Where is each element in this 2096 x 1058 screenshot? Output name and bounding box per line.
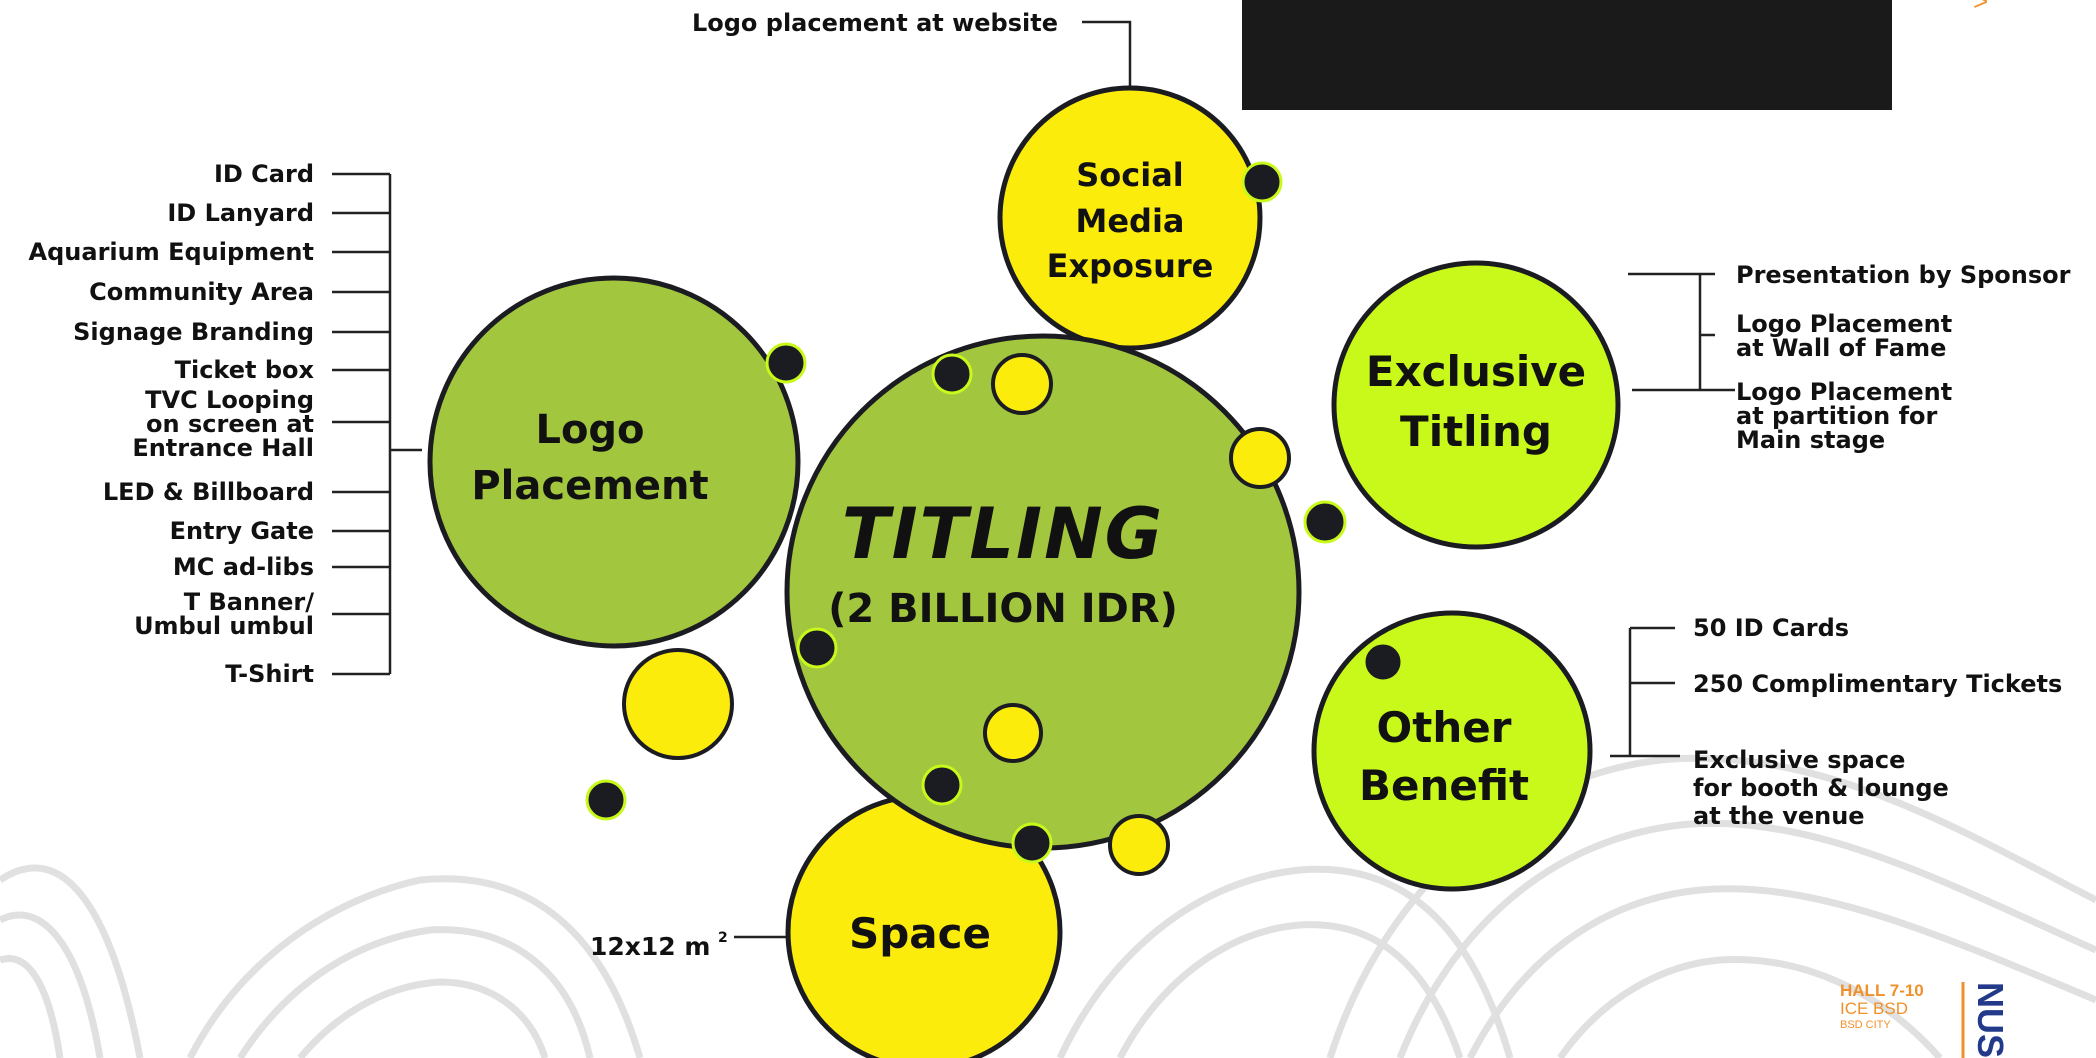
yellow-dot	[991, 353, 1053, 415]
dark-dot	[931, 353, 973, 395]
event-logo: HALL 7-10 ICE BSD BSD CITY NUS	[1840, 981, 2011, 1058]
exclusive-titling-item: Logo Placement	[1736, 378, 1952, 406]
exclusive-title-line-1: Exclusive	[1366, 347, 1586, 396]
space-size-label: 12x12 m	[590, 932, 710, 961]
dark-dot	[1241, 161, 1283, 203]
exclusive-titling-item: Main stage	[1736, 426, 1885, 454]
dark-dot	[1303, 500, 1347, 544]
logo-placement-item: Signage Branding	[73, 318, 314, 346]
social-title-line-1: Social	[1076, 156, 1184, 194]
other-benefit-title-line-2: Benefit	[1359, 761, 1529, 810]
logo-placement-item: T Banner/	[184, 588, 315, 616]
exclusive-titling-item: at partition for	[1736, 402, 1937, 430]
logo-placement-item: on screen at	[146, 410, 314, 438]
other-benefit-item: for booth & lounge	[1693, 774, 1949, 802]
social-title-line-2: Media	[1075, 202, 1184, 240]
exclusive-title-line-2: Titling	[1400, 407, 1552, 456]
logo-placement-title-line-1: Logo	[535, 407, 644, 453]
dark-dot	[585, 779, 627, 821]
logo-placement-item: LED & Billboard	[103, 478, 314, 506]
dark-dot	[1362, 641, 1404, 683]
yellow-dot	[1108, 814, 1170, 876]
logo-placement-item: Community Area	[89, 278, 314, 306]
logo-placement-title-line-2: Placement	[471, 463, 708, 509]
logo-placement-item: ID Card	[214, 160, 314, 188]
logo-placement-item: Entry Gate	[170, 517, 314, 545]
logo-hall-text: HALL 7-10	[1840, 981, 1924, 1000]
logo-venue-text: ICE BSD	[1840, 999, 1908, 1018]
logo-city-text: BSD CITY	[1840, 1019, 1891, 1031]
logo-placement-circle	[427, 275, 801, 649]
other-benefit-items: 50 ID Cards 250 Complimentary TicketsExcl…	[1693, 614, 2062, 830]
logo-placement-item: T-Shirt	[225, 660, 314, 688]
social-media-circle	[997, 85, 1263, 351]
yellow-dot	[983, 703, 1043, 763]
dark-dot	[796, 627, 838, 669]
corner-glyph: >	[1973, 0, 1988, 16]
black-banner-box	[1242, 0, 1892, 110]
logo-placement-item: Umbul umbul	[134, 612, 314, 640]
dark-dot	[1011, 822, 1053, 864]
logo-placement-item: Aquarium Equipment	[29, 238, 314, 266]
dark-dot	[921, 764, 963, 806]
exclusive-titling-circle	[1331, 260, 1621, 550]
yellow-dot	[622, 648, 734, 760]
logo-placement-item: Ticket box	[175, 356, 315, 384]
other-benefit-item: Exclusive space	[1693, 746, 1905, 774]
yellow-dots	[622, 353, 1291, 876]
social-title-line-3: Exposure	[1047, 247, 1214, 285]
exclusive-titling-item: at Wall of Fame	[1736, 334, 1946, 362]
space-title: Space	[849, 909, 991, 958]
space-size-superscript: 2	[718, 930, 728, 946]
website-label: Logo placement at website	[692, 9, 1058, 37]
other-benefit-item: 250 Complimentary Tickets	[1693, 670, 2062, 698]
yellow-dot	[1229, 427, 1291, 489]
titling-price: (2 BILLION IDR)	[828, 586, 1178, 632]
other-benefit-item: 50 ID Cards	[1693, 614, 1849, 642]
logo-placement-item: TVC Looping	[145, 386, 314, 414]
logo-brand-text: NUS	[1970, 982, 2011, 1058]
dark-dot	[765, 342, 807, 384]
other-benefit-title-line-1: Other	[1377, 703, 1512, 752]
logo-placement-item: MC ad-libs	[173, 553, 314, 581]
background-contour-pattern	[0, 754, 2096, 1058]
other-benefit-item: at the venue	[1693, 802, 1865, 830]
titling-title: TITLING	[842, 493, 1164, 575]
logo-placement-item: ID Lanyard	[167, 199, 314, 227]
exclusive-titling-item: Presentation by Sponsor	[1736, 261, 2071, 289]
logo-placement-item: Entrance Hall	[132, 434, 314, 462]
exclusive-titling-item: Logo Placement	[1736, 310, 1952, 338]
dark-dots	[585, 161, 1404, 864]
